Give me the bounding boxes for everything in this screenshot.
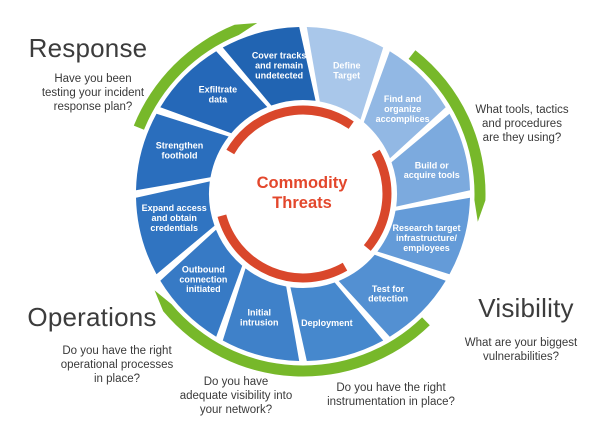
segment-initial-intrusion xyxy=(222,268,300,361)
segment-deployment xyxy=(290,282,384,361)
question-response: Have you been testing your incident resp… xyxy=(41,73,145,113)
question-operations: Do you have the right operational proces… xyxy=(60,345,174,385)
inner-red-arc-0 xyxy=(226,105,354,155)
segment-expand-access-and-obtain-credentials xyxy=(136,181,215,275)
segment-cover-tracks-and-remain-undetected xyxy=(222,27,316,106)
question-instrumentation: Do you have the right instrumentation in… xyxy=(327,382,455,408)
segment-test-for-detection xyxy=(338,254,446,337)
heading-response: Response xyxy=(28,33,148,63)
inner-red-arc-1 xyxy=(363,149,392,251)
heading-visibility: Visibility xyxy=(478,293,574,323)
segment-exfiltrate-data xyxy=(160,51,268,134)
segment-research-target-infrastructure-employees xyxy=(377,197,470,275)
outer-green-arc-1 xyxy=(408,50,486,222)
inner-red-arcs xyxy=(217,105,392,283)
outer-green-arcs xyxy=(133,23,486,377)
segment-find-and-organize-accomplices xyxy=(363,51,446,159)
question-visibility: What are your biggest vulnerabilities? xyxy=(464,337,578,363)
outer-green-arc-2 xyxy=(154,290,430,377)
heading-operations: Operations xyxy=(27,302,157,332)
question-tools: What tools, tactics and procedures are t… xyxy=(475,104,569,144)
question-network: Do you have adequate visibility into you… xyxy=(179,376,293,416)
segment-label-deployment: Deployment xyxy=(301,318,353,328)
segment-strengthen-foothold xyxy=(136,113,229,191)
center-title: Commodity Threats xyxy=(256,174,348,212)
segment-build-or-acquire-tools xyxy=(391,113,470,207)
segment-define-target xyxy=(306,27,384,120)
outer-green-arc-0 xyxy=(133,23,258,130)
inner-red-arc-2 xyxy=(217,214,348,283)
segment-outbound-connection-initiated xyxy=(160,229,243,337)
